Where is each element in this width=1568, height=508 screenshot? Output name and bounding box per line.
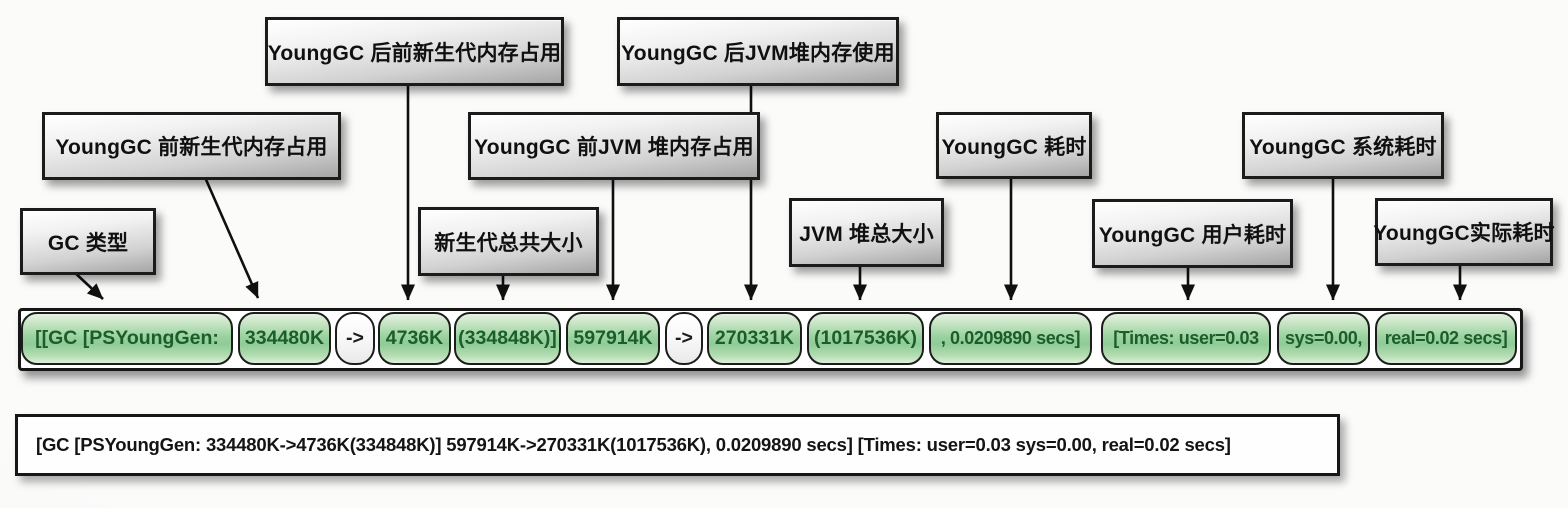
log-segment-user-time: [Times: user=0.03 xyxy=(1101,312,1271,365)
callout-younggc-after-newgen: YoungGC 后前新生代内存占用 xyxy=(265,17,564,86)
callout-younggc-after-heap: YoungGC 后JVM堆内存使用 xyxy=(617,17,899,86)
log-segment-duration: , 0.0209890 secs] xyxy=(929,312,1092,365)
callout-younggc-before-heap: YoungGC 前JVM 堆内存占用 xyxy=(468,112,760,180)
log-token-band: [[GC [PSYoungGen: 334480K -> 4736K (3348… xyxy=(18,308,1523,371)
callout-younggc-real-time: YoungGC实际耗时 xyxy=(1373,198,1555,266)
log-segment-arrow-token: -> xyxy=(335,312,375,365)
log-segment-newgen-total: (334848K)] xyxy=(454,312,561,365)
log-segment-heap-after: 270331K xyxy=(707,312,802,365)
log-segment-arrow-token: -> xyxy=(665,312,703,365)
log-segment-newgen-after: 4736K xyxy=(378,312,451,365)
log-segment-sys-time: sys=0.00, xyxy=(1277,312,1370,365)
log-segment-real-time: real=0.02 secs] xyxy=(1375,312,1517,365)
callout-younggc-sys-time: YoungGC 系统耗时 xyxy=(1242,112,1444,179)
callout-heap-total-size: JVM 堆总大小 xyxy=(789,198,944,267)
log-segment-heap-before: 597914K xyxy=(566,312,660,365)
callout-newgen-total-size: 新生代总共大小 xyxy=(418,207,599,276)
arrow xyxy=(202,174,260,299)
log-segment-newgen-before: 334480K xyxy=(238,312,331,365)
callout-gc-type: GC 类型 xyxy=(20,208,156,275)
callout-younggc-user-time: YoungGC 用户耗时 xyxy=(1092,199,1293,268)
log-segment-gc-type: [[GC [PSYoungGen: xyxy=(21,312,233,365)
log-segment-heap-total: (1017536K) xyxy=(807,312,924,365)
raw-gc-log-line: [GC [PSYoungGen: 334480K->4736K(334848K)… xyxy=(15,414,1340,476)
callout-younggc-before-newgen: YoungGC 前新生代内存占用 xyxy=(42,112,341,180)
callout-younggc-duration: YoungGC 耗时 xyxy=(936,112,1092,179)
